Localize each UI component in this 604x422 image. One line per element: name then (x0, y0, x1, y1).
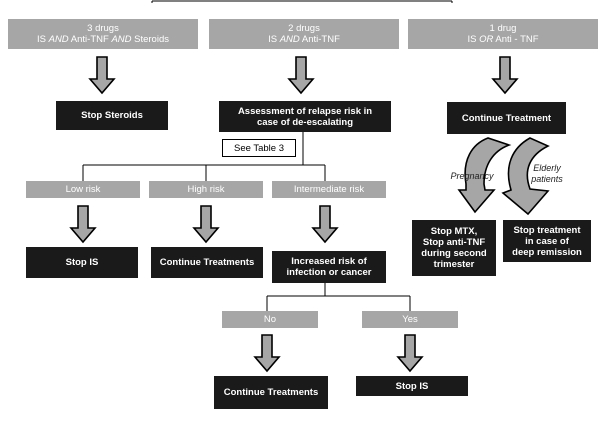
curved-arrow-pregnancy (457, 137, 512, 214)
increased-risk-line1: Increased risk of (291, 256, 367, 267)
increased-risk-box: Increased risk of infection or cancer (272, 251, 386, 283)
elderly-label: Elderly patients (524, 163, 570, 185)
drug-group-1-combo: IS OR Anti - TNF (467, 34, 539, 45)
assessment-line2: case of de-escalating (256, 116, 354, 128)
drug-group-1-count: 1 drug (489, 23, 517, 34)
stop-is-low-box: Stop IS (26, 247, 138, 278)
answer-no-box: No (222, 311, 318, 328)
assessment-box: Assessment of relapse risk in case of de… (219, 101, 391, 132)
stop-is-yes-box: Stop IS (356, 376, 468, 396)
high-risk-box: High risk (149, 181, 263, 198)
stop-mtx-line4: trimester (433, 259, 475, 270)
stop-treatment-remission-box: Stop treatment in case of deep remission (503, 220, 591, 262)
drug-group-2-combo: IS AND Anti-TNF (268, 34, 340, 45)
continue-treatment-box: Continue Treatment (447, 102, 566, 134)
arrow-2drugs-down (288, 56, 314, 94)
intermediate-risk-box: Intermediate risk (272, 181, 386, 198)
see-table-3-box: See Table 3 (222, 139, 296, 157)
continue-treatments-high-box: Continue Treatments (151, 247, 263, 278)
drug-group-3-count: 3 drugs (87, 23, 119, 34)
low-risk-box: Low risk (26, 181, 140, 198)
arrow-no-down (254, 334, 280, 372)
drug-group-3-combo: IS AND Anti-TNF AND Steroids (36, 34, 169, 45)
curved-arrow-elderly (501, 137, 550, 216)
answer-yes-box: Yes (362, 311, 458, 328)
arrow-3drugs-down (89, 56, 115, 94)
drug-group-2-count: 2 drugs (288, 23, 320, 34)
drug-group-1: 1 drug IS OR Anti - TNF (408, 19, 598, 49)
pregnancy-label: Pregnancy (450, 171, 494, 181)
stop-steroids-box: Stop Steroids (56, 101, 168, 130)
stop-mtx-box: Stop MTX, Stop anti-TNF during second tr… (412, 220, 496, 276)
stop-treatment-line1: Stop treatment (513, 224, 581, 236)
drug-group-2: 2 drugs IS AND Anti-TNF (209, 19, 399, 49)
arrow-high-risk-down (193, 205, 219, 243)
elderly-label-line2: patients (531, 174, 563, 184)
drug-group-3: 3 drugs IS AND Anti-TNF AND Steroids (8, 19, 198, 49)
stop-mtx-line3: during second (421, 248, 487, 259)
stop-treatment-line3: deep remission (512, 246, 582, 258)
increased-risk-line2: infection or cancer (286, 267, 372, 278)
continue-treatments-no-box: Continue Treatments (214, 376, 328, 409)
arrow-low-risk-down (70, 205, 96, 243)
arrow-intermediate-risk-down (312, 205, 338, 243)
stop-mtx-line2: Stop anti-TNF (422, 237, 486, 248)
stop-mtx-line1: Stop MTX, (430, 226, 478, 237)
arrow-yes-down (397, 334, 423, 372)
assessment-line1: Assessment of relapse risk in (237, 105, 373, 117)
elderly-label-line1: Elderly (533, 163, 561, 173)
stop-treatment-line2: in case of (525, 235, 569, 247)
arrow-1drug-down (492, 56, 518, 94)
